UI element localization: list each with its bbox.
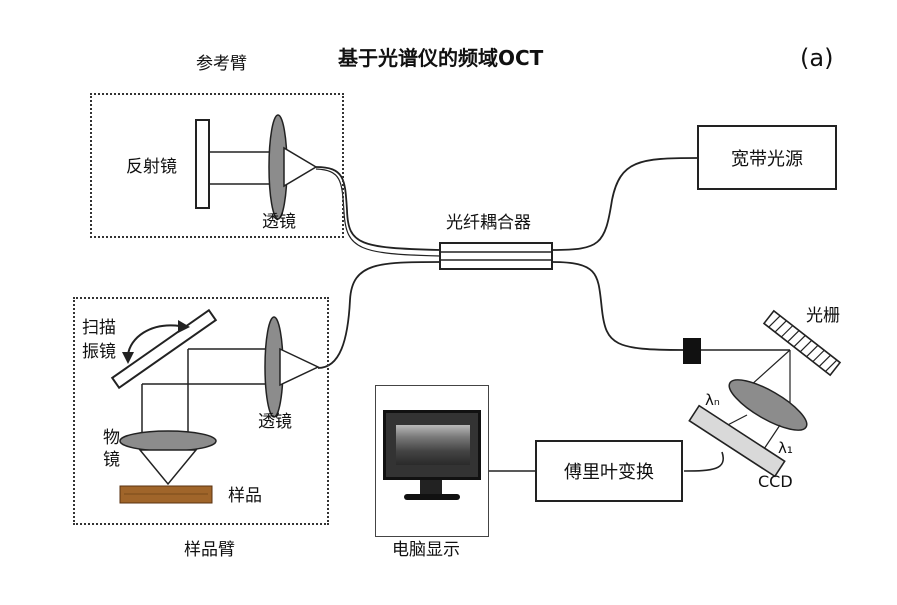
ref-fiber xyxy=(315,166,441,251)
sample-arm-label: 样品臂 xyxy=(184,540,235,560)
reference-arm-box xyxy=(90,93,344,238)
computer-display-frame xyxy=(375,385,489,537)
lambda-1-label: λ₁ xyxy=(778,439,793,457)
coupler-label: 光纤耦合器 xyxy=(446,213,531,233)
reference-mirror-icon xyxy=(195,119,210,209)
source-label: 宽带光源 xyxy=(731,148,803,170)
grating-label: 光栅 xyxy=(806,306,840,326)
scan-mirror-label-2: 振镜 xyxy=(82,342,116,362)
oct-image xyxy=(396,425,470,465)
scan-mirror-icon xyxy=(110,308,218,390)
spectro-lens-icon xyxy=(728,379,808,431)
reference-lens-label: 透镜 xyxy=(262,212,296,232)
lambda-n-label: λₙ xyxy=(705,391,720,409)
fourier-transform-box: 傅里叶变换 xyxy=(535,440,683,502)
scan-mirror-label-1: 扫描 xyxy=(82,318,116,338)
fiber-connector-icon xyxy=(683,338,701,364)
ref-focus-cone xyxy=(283,146,318,188)
reference-arm-label: 参考臂 xyxy=(196,54,247,74)
scan-rotation-arrow xyxy=(127,324,181,356)
sample-label: 样品 xyxy=(228,486,262,506)
fiber-coupler-icon xyxy=(439,242,553,270)
sample-lens-label: 透镜 xyxy=(258,412,292,432)
reference-mirror-label: 反射镜 xyxy=(126,157,177,177)
monitor-icon xyxy=(383,410,481,480)
ccd-cable xyxy=(683,451,725,472)
ccd-icon xyxy=(688,404,786,478)
fourier-label: 傅里叶变换 xyxy=(564,462,654,483)
sample-arm-box xyxy=(73,297,329,525)
objective-label-1: 物 xyxy=(103,428,120,448)
sample-fiber xyxy=(317,261,441,369)
grating-icon xyxy=(762,309,842,377)
sample-focus-cone xyxy=(279,347,320,387)
detector-fiber xyxy=(551,261,684,351)
source-fiber xyxy=(551,157,698,251)
ref-fiber-2 xyxy=(315,168,441,257)
panel-label: (a) xyxy=(800,44,834,72)
monitor-stand xyxy=(420,480,442,494)
monitor-base xyxy=(404,494,460,500)
arrow-head-1 xyxy=(178,320,190,333)
arrow-head-2 xyxy=(122,352,134,364)
objective-label-2: 镜 xyxy=(103,450,120,470)
page-title: 基于光谱仪的频域OCT xyxy=(338,46,544,70)
ccd-label: CCD xyxy=(758,472,793,491)
broadband-source-box: 宽带光源 xyxy=(697,125,837,190)
objective-cone xyxy=(138,449,198,486)
display-label: 电脑显示 xyxy=(392,540,460,560)
